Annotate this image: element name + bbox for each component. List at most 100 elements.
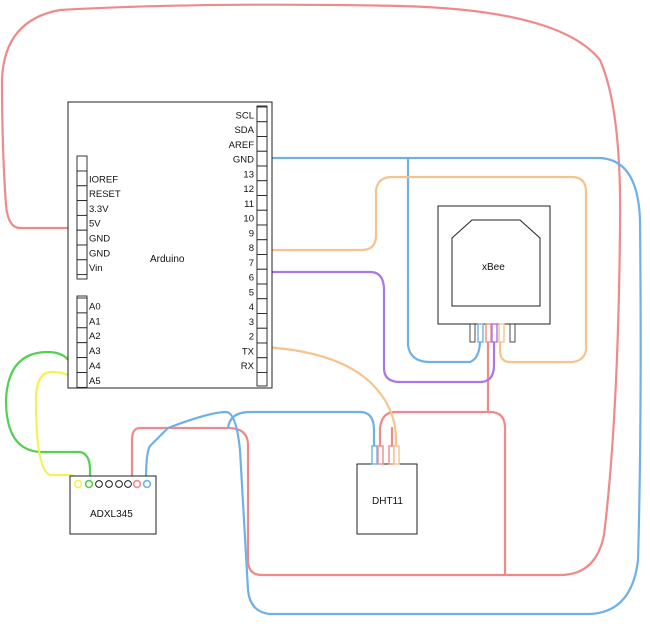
pin-label-tx: TX [242, 346, 255, 357]
header-slot [256, 254, 268, 270]
purple-wire-pin7 [263, 270, 496, 384]
adxl345-pin [115, 480, 123, 488]
adxl345-pin [73, 479, 83, 489]
blue-wire-xbee [406, 156, 482, 364]
header-slot [76, 357, 88, 373]
pin-label-8: 8 [249, 243, 254, 254]
adxl345-label: ADXL345 [90, 509, 133, 520]
header-slot [256, 165, 268, 182]
header-slot [256, 357, 268, 373]
header-slot [256, 121, 268, 137]
pin-label-5: 5 [249, 287, 254, 298]
header-slot [76, 170, 88, 187]
header-slot [76, 342, 88, 359]
pin-label-ioref: IOREF [89, 174, 118, 185]
xbee-body [451, 219, 541, 307]
red-wire-5v [0, 3, 622, 577]
xbee-pin [491, 323, 498, 343]
xbee-pins [469, 323, 516, 343]
header-slot [76, 259, 88, 276]
pin-label-vin: Vin [89, 263, 103, 274]
blue-wire-dht11 [226, 410, 376, 464]
pin-label-a2: A2 [89, 331, 101, 342]
header-slot [76, 229, 88, 246]
dht11-label: DHT11 [372, 496, 403, 507]
header-slot [76, 312, 88, 329]
header-slot [76, 297, 88, 314]
header-slot [256, 195, 268, 211]
header-slot [256, 298, 268, 314]
arduino-label: Arduino [150, 254, 185, 265]
xbee-label: xBee [482, 262, 505, 273]
pin-label-a5: A5 [89, 376, 101, 387]
header-slot [76, 244, 88, 261]
adxl345-pin [105, 480, 113, 488]
adxl345-pin [84, 479, 94, 489]
header-slot [256, 327, 268, 344]
header-slot [76, 327, 88, 344]
header-slot [256, 224, 268, 241]
pin-label-aref: AREF [229, 140, 255, 151]
adxl345-pin [132, 479, 142, 489]
adxl345-outline [69, 475, 157, 535]
xbee-pin [485, 323, 492, 343]
header-slot [76, 185, 88, 202]
pin-label-6: 6 [249, 273, 254, 284]
green-wire-a4 [4, 350, 92, 484]
pin-label-10: 10 [243, 214, 254, 225]
xbee-module: xBee [437, 205, 551, 343]
pin-label-5v: 5V [89, 219, 101, 230]
xbee-pin [509, 323, 516, 343]
header-slot [256, 342, 268, 359]
pin-label-4: 4 [249, 302, 254, 313]
dht11-pin-vcc [377, 445, 384, 465]
header-slot [256, 180, 268, 196]
xbee-pin [469, 323, 476, 343]
adxl345-pin [142, 479, 152, 489]
pin-label-7: 7 [249, 258, 254, 269]
xbee-pin [498, 323, 505, 343]
pin-label-11: 11 [244, 199, 254, 210]
header-slot [256, 136, 268, 152]
header-slot [76, 214, 88, 231]
pin-label-a3: A3 [89, 346, 101, 357]
pin-label-gnd: GND [233, 155, 254, 166]
dht11-outline [356, 463, 418, 535]
pin-label-a4: A4 [89, 361, 101, 372]
header-slot [256, 239, 268, 255]
header-slot [256, 209, 268, 226]
adxl345-pins [73, 479, 152, 489]
dht11-pin-data [393, 445, 400, 465]
dht11-pin-gnd [371, 445, 378, 465]
adxl345-sensor: ADXL345 [69, 475, 157, 535]
pin-label-13: 13 [243, 169, 254, 180]
header-slot [76, 372, 88, 388]
dht11-sensor: DHT11 [356, 445, 418, 535]
pin-label-reset: RESET [89, 189, 121, 200]
dht11-pin-vcc-b [388, 445, 395, 465]
xbee-pin [477, 323, 484, 343]
adxl345-pin [124, 480, 132, 488]
blue-wire-gnd [144, 156, 642, 616]
pin-label-gnd: GND [89, 234, 110, 245]
pin-label-33v: 3.3V [89, 204, 109, 215]
adxl345-pin [95, 480, 103, 488]
orange-wire-pin8 [263, 175, 588, 364]
arduino-outline [67, 101, 273, 389]
pin-label-a0: A0 [89, 301, 101, 312]
pin-label-sda: SDA [234, 125, 254, 136]
header-slot [256, 313, 268, 329]
pin-label-scl: SCL [236, 110, 254, 121]
pin-label-rx: RX [241, 361, 255, 372]
orange-wire-pin2 [263, 345, 398, 464]
pin-label-12: 12 [243, 184, 254, 195]
arduino-board: Arduino SCLSDAAREFGND1312111098765432TXR… [67, 101, 273, 389]
header-slot [256, 283, 268, 300]
header-slot [256, 150, 268, 167]
pin-label-2: 2 [249, 332, 254, 343]
red-wire-dht11 [378, 410, 507, 577]
